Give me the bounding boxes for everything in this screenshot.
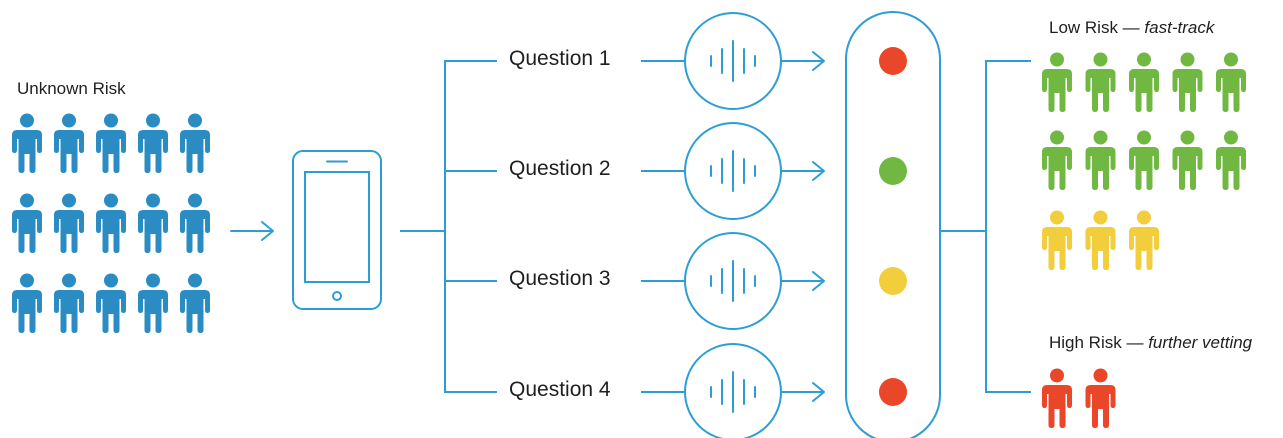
high-risk-label: High Risk — further vetting <box>1049 333 1252 353</box>
person-icon <box>1042 368 1072 428</box>
status-dot-icon <box>879 378 907 406</box>
person-icon <box>180 113 210 173</box>
person-icon <box>12 113 42 173</box>
person-icon <box>138 113 168 173</box>
audio-waveform-icon <box>684 232 782 330</box>
person-icon <box>1216 52 1246 112</box>
person-icon <box>180 273 210 333</box>
low-risk-label: Low Risk — fast-track <box>1049 18 1214 38</box>
person-icon <box>12 273 42 333</box>
person-icon <box>1129 130 1159 190</box>
person-icon <box>1172 130 1203 190</box>
person-icon <box>12 193 42 253</box>
phone-icon <box>292 150 382 310</box>
unknown-risk-label: Unknown Risk <box>17 79 126 98</box>
person-icon <box>1085 210 1116 270</box>
question-bracket <box>444 60 497 393</box>
arrow-right-icon <box>781 161 825 181</box>
person-icon <box>54 273 84 333</box>
arrow-right-icon <box>230 221 274 241</box>
person-icon <box>96 193 126 253</box>
person-icon <box>1042 130 1072 190</box>
low-risk-action: fast-track <box>1144 18 1215 37</box>
person-icon <box>1085 130 1116 190</box>
person-icon <box>96 273 126 333</box>
person-icon <box>1085 368 1116 428</box>
unknown-risk-crowd <box>12 113 210 333</box>
question-row <box>641 12 825 110</box>
person-icon <box>54 193 84 253</box>
audio-waveform-icon <box>684 343 782 438</box>
person-icon <box>1129 52 1159 112</box>
question-label: Question 2 <box>509 157 611 180</box>
person-icon <box>1172 52 1203 112</box>
person-icon <box>1042 52 1072 112</box>
person-icon <box>1085 52 1116 112</box>
low-risk-title: Low Risk — <box>1049 18 1145 37</box>
high-risk-title: High Risk — <box>1049 333 1149 352</box>
person-icon <box>96 113 126 173</box>
results-capsule <box>845 11 941 438</box>
output-bracket <box>985 60 1031 393</box>
high-risk-action: further vetting <box>1148 333 1253 352</box>
question-row <box>641 343 825 438</box>
person-icon <box>54 113 84 173</box>
person-icon <box>138 273 168 333</box>
question-label: Question 4 <box>509 378 611 401</box>
question-row <box>641 122 825 220</box>
low-risk-crowd <box>1042 52 1246 270</box>
status-dot-icon <box>879 157 907 185</box>
person-icon <box>1129 210 1159 270</box>
question-label: Question 1 <box>509 47 611 70</box>
person-icon <box>138 193 168 253</box>
arrow-right-icon <box>781 271 825 291</box>
status-dot-icon <box>879 47 907 75</box>
status-dot-icon <box>879 267 907 295</box>
arrow-right-icon <box>781 382 825 402</box>
person-icon <box>180 193 210 253</box>
audio-waveform-icon <box>684 12 782 110</box>
high-risk-crowd <box>1042 368 1116 428</box>
person-icon <box>1216 130 1246 190</box>
audio-waveform-icon <box>684 122 782 220</box>
arrow-right-icon <box>781 51 825 71</box>
question-label: Question 3 <box>509 267 611 290</box>
question-row <box>641 232 825 330</box>
person-icon <box>1042 210 1072 270</box>
